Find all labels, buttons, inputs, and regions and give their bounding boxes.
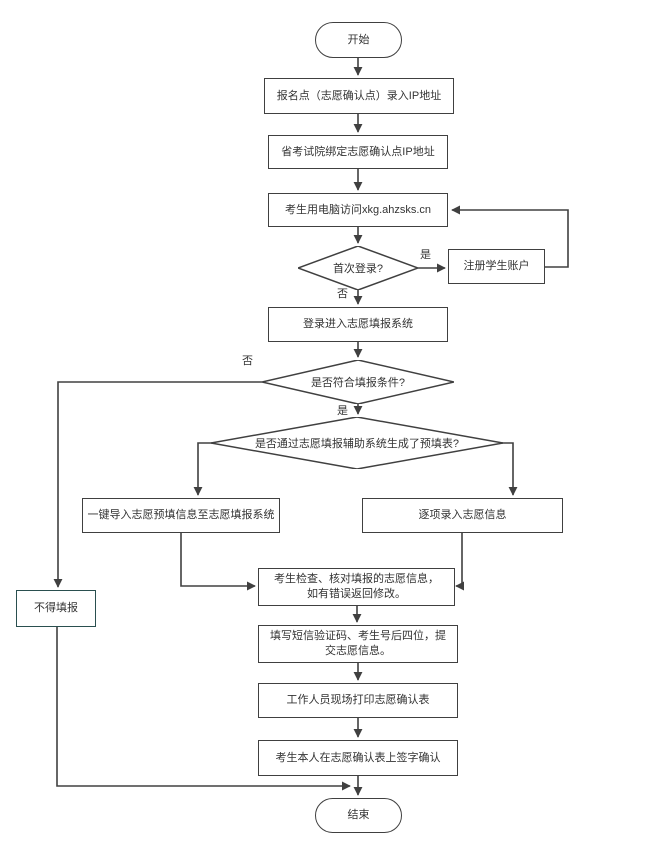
node-prefill-generated: 是否通过志愿填报辅助系统生成了预填表? [211, 417, 503, 469]
node-start: 开始 [315, 22, 402, 58]
edge-label-conditions-no: 否 [242, 355, 253, 367]
node-print-confirm: 工作人员现场打印志愿确认表 [258, 683, 458, 718]
node-visit-site-label: 考生用电脑访问xkg.ahzsks.cn [284, 203, 432, 216]
node-prefill-generated-label: 是否通过志愿填报辅助系统生成了预填表? [254, 438, 460, 450]
node-print-confirm-label: 工作人员现场打印志愿确认表 [286, 694, 430, 707]
node-sign-confirm-label: 考生本人在志愿确认表上签字确认 [275, 751, 441, 764]
node-meet-conditions: 是否符合填报条件? [262, 360, 454, 404]
node-check-info: 考生检查、核对填报的志愿信息，如有错误返回修改。 [258, 568, 455, 606]
edge-conditions-no [53, 381, 262, 588]
node-report-point-ip-label: 报名点（志愿确认点）录入IP地址 [276, 89, 442, 102]
edge-prefill-right [501, 442, 518, 496]
node-item-entry: 逐项录入志愿信息 [362, 498, 563, 533]
node-sms-submit-label: 填写短信验证码、考生号后四位，提交志愿信息。 [270, 630, 446, 657]
node-first-login: 首次登录? [298, 246, 418, 290]
node-meet-conditions-label: 是否符合填报条件? [310, 377, 406, 389]
node-one-click-import-label: 一键导入志愿预填信息至志愿填报系统 [87, 509, 275, 522]
node-first-login-label: 首次登录? [332, 263, 384, 275]
node-bind-ip: 省考试院绑定志愿确认点IP地址 [268, 135, 448, 169]
node-login-system-label: 登录进入志愿填报系统 [303, 318, 413, 331]
node-sms-submit: 填写短信验证码、考生号后四位，提交志愿信息。 [258, 625, 458, 663]
edge-label-first-login-no: 否 [337, 288, 348, 300]
node-end-label: 结束 [347, 809, 370, 822]
edge-register-loop [451, 205, 569, 268]
node-start-label: 开始 [347, 33, 370, 46]
edge-label-conditions-yes: 是 [337, 405, 348, 417]
node-item-entry-label: 逐项录入志愿信息 [418, 509, 507, 522]
node-check-info-label: 考生检查、核对填报的志愿信息，如有错误返回修改。 [274, 573, 439, 600]
edge-label-first-login-yes: 是 [420, 249, 431, 261]
node-login-system: 登录进入志愿填报系统 [268, 307, 448, 342]
node-register-account-label: 注册学生账户 [463, 260, 530, 273]
edge-notallowed-to-end [56, 627, 351, 791]
diamond-shape [211, 417, 503, 469]
node-report-point-ip: 报名点（志愿确认点）录入IP地址 [264, 78, 454, 114]
edge-import-to-check [180, 533, 256, 591]
node-not-allowed: 不得填报 [16, 590, 96, 627]
diamond-shape [262, 360, 454, 404]
node-sign-confirm: 考生本人在志愿确认表上签字确认 [258, 740, 458, 776]
edge-prefill-left [193, 442, 213, 496]
node-visit-site: 考生用电脑访问xkg.ahzsks.cn [268, 193, 448, 227]
node-not-allowed-label: 不得填报 [34, 602, 78, 615]
node-register-account: 注册学生账户 [448, 249, 545, 284]
node-end: 结束 [315, 798, 402, 833]
node-bind-ip-label: 省考试院绑定志愿确认点IP地址 [281, 145, 435, 158]
edge-entry-to-check [455, 533, 465, 591]
node-one-click-import: 一键导入志愿预填信息至志愿填报系统 [82, 498, 280, 533]
diamond-shape [298, 246, 418, 290]
